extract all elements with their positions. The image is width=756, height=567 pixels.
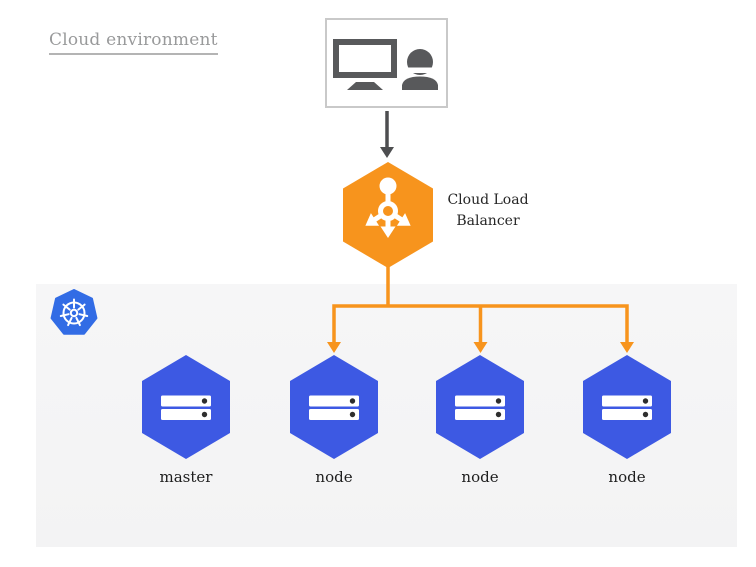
node-hexagon-3 [583,355,671,459]
node-hexagon-master [142,355,230,459]
load-balancer-icon [365,177,411,238]
node-hexagon-1 [290,355,378,459]
node-hexagon-2 [436,355,524,459]
server-icon [309,395,359,420]
workstation-user-icon [333,39,438,90]
diagram-title: Cloud environment [49,30,218,55]
server-icon [602,395,652,420]
server-icon [455,395,505,420]
kubernetes-icon [50,289,98,335]
node-label-2: node [461,468,499,486]
node-label-3: node [608,468,646,486]
load-balancer-hexagon [343,162,433,268]
client-to-lb-arrow [380,111,394,158]
client-workstation-box [325,18,448,108]
node-label-1: node [315,468,353,486]
server-icon [161,395,211,420]
load-balancer-label: Cloud Load Balancer [447,192,529,229]
node-label-master: master [159,468,213,486]
